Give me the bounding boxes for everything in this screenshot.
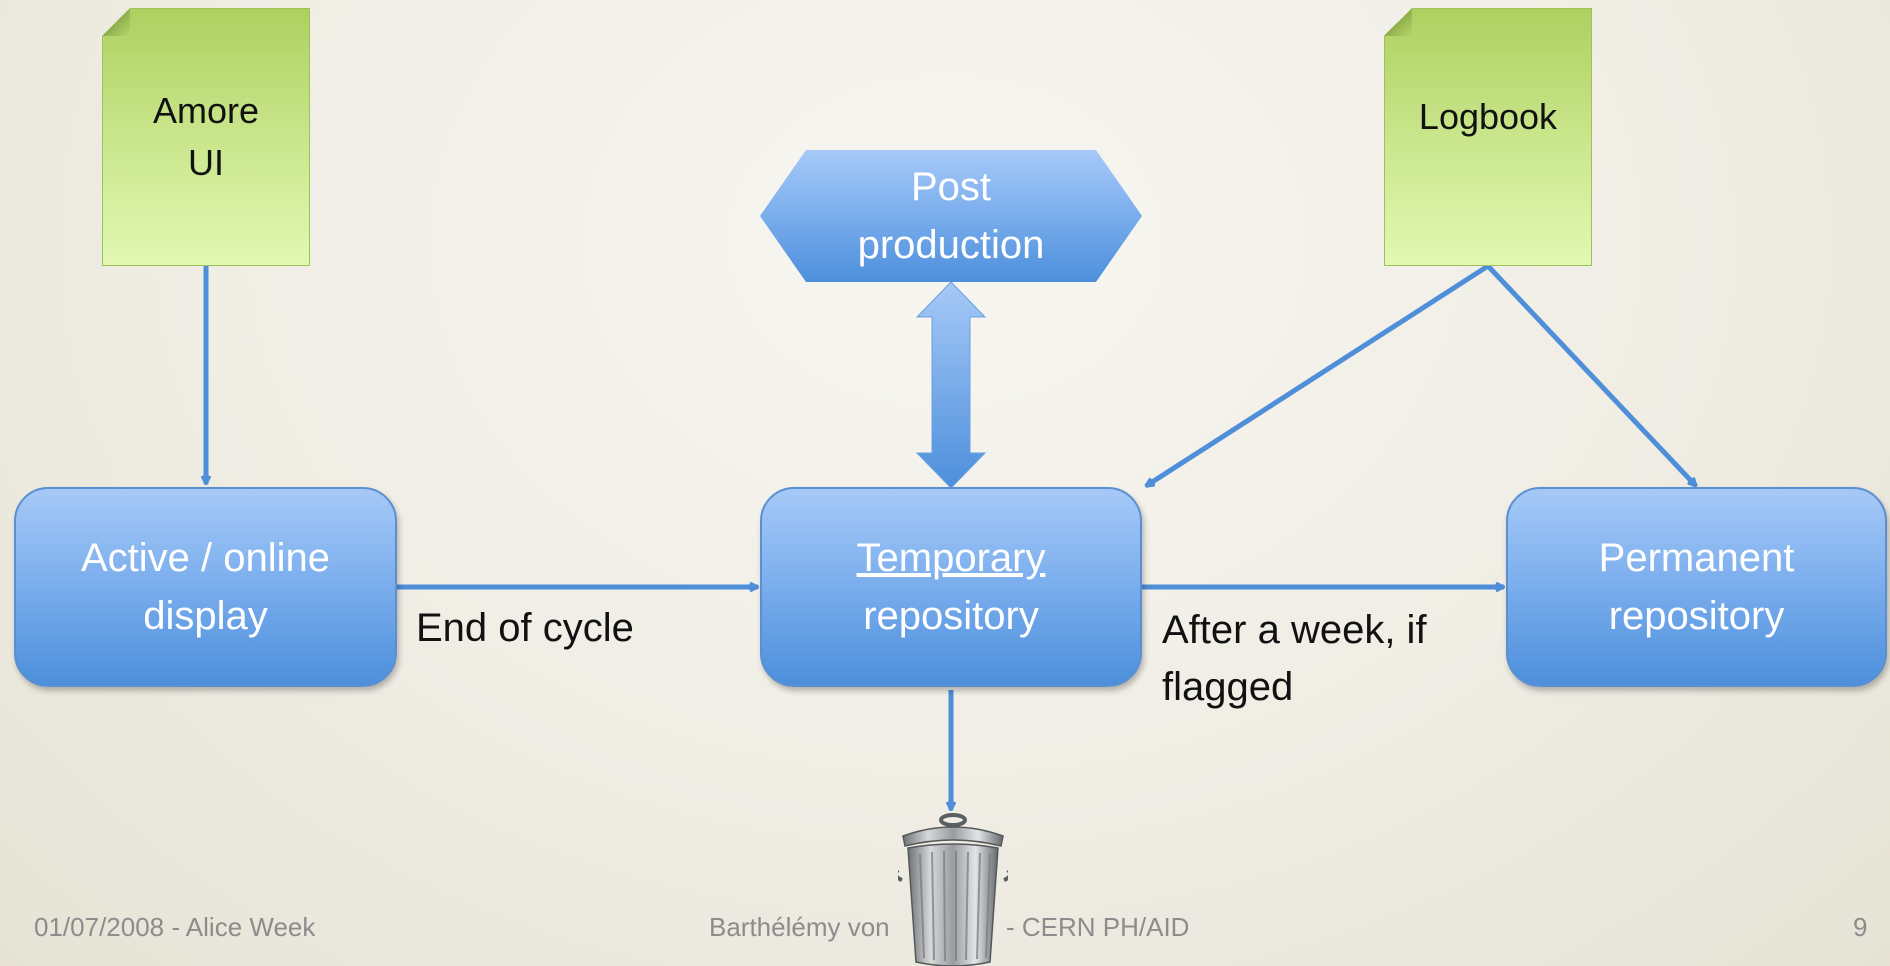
active-display-line1: Active / online [80,536,331,580]
logbook-note-fold [1384,8,1412,36]
arrow-logbook-to-temporary [1146,263,1490,489]
footer-page-number: 9 [1853,912,1868,942]
edge-label-after-a-week-line2: flagged [1162,665,1294,709]
edge-label-end-of-cycle: End of cycle [416,606,634,650]
double-arrow-post-production [915,281,987,489]
temporary-repository-line1: Temporary [856,536,1046,580]
permanent-repository-line1: Permanent [1598,536,1795,580]
footer-author-right: - CERN PH/AID [1006,912,1190,942]
logbook-label: Logbook [1418,96,1558,137]
post-production-node: Post production [760,150,1142,282]
footer-date: 01/07/2008 - Alice Week [34,912,316,942]
active-online-display-node: Active / online display [14,487,397,687]
permanent-repository-line2: repository [1608,594,1785,638]
post-production-line1: Post [910,165,992,209]
amore-ui-note-fold [102,8,130,36]
amore-ui-label-line2: UI [188,142,224,183]
amore-ui-label-line1: Amore [152,90,260,131]
arrow-logbook-to-permanent [1486,264,1696,486]
trash-can-icon [898,813,1008,966]
temporary-repository-node: Temporary repository [760,487,1142,687]
post-production-line2: production [857,223,1045,267]
temporary-repository-line2: repository [863,594,1039,638]
active-display-line2: display [143,594,268,638]
edge-label-after-a-week-line1: After a week, if [1162,608,1427,652]
permanent-repository-node: Permanent repository [1506,487,1887,687]
footer-author-left: Barthélémy von [709,912,890,942]
logbook-note: Logbook [1384,8,1592,266]
amore-ui-note: Amore UI [102,8,310,266]
edge-label-after-a-week: After a week, if flagged [1162,602,1427,716]
